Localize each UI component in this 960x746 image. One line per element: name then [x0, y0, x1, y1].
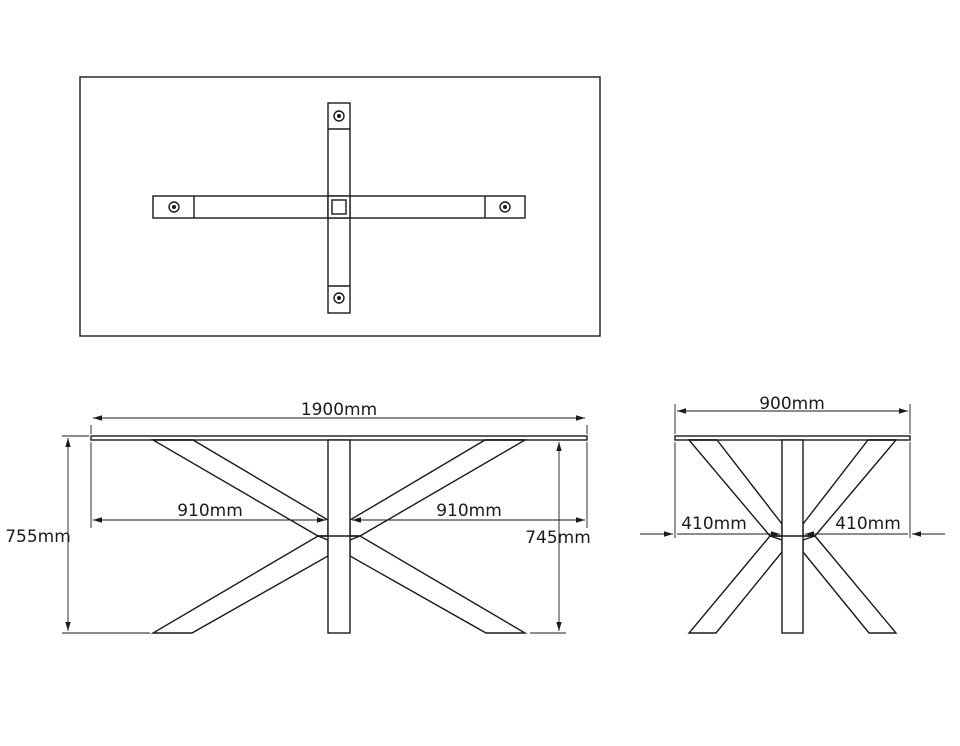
- front-leg-upper-left: [150, 439, 329, 537]
- front-leg-lower-left: [150, 535, 329, 634]
- front-leg-upper-right: [349, 439, 528, 537]
- dimension-side-right-span: 410mm: [835, 514, 901, 534]
- side-leg-lower-left: [687, 535, 783, 634]
- center-block-inner: [331, 199, 347, 215]
- dimension-table-height: 755mm: [5, 527, 71, 547]
- front-leg-lower-right: [349, 535, 528, 634]
- tabletop-outline: [79, 76, 601, 337]
- dimension-length-total: 1900mm: [301, 400, 377, 420]
- side-leg-lower-right: [802, 535, 898, 634]
- dimension-front-right-span: 910mm: [436, 501, 502, 521]
- mounting-hole-icon: [499, 201, 511, 213]
- dimension-side-left-span: 410mm: [681, 514, 747, 534]
- mounting-hole-icon: [333, 110, 345, 122]
- top-view: [79, 76, 601, 337]
- side-view: 900mm 410mm 410mm: [640, 394, 945, 634]
- mounting-hole-icon: [168, 201, 180, 213]
- dimension-front-left-span: 910mm: [177, 501, 243, 521]
- dimension-leg-height: 745mm: [525, 528, 591, 548]
- front-view: 1900mm 910mm 910mm 755mm 745mm: [5, 400, 591, 634]
- mounting-hole-icon: [333, 292, 345, 304]
- center-block: [327, 195, 351, 219]
- dimension-width-total: 900mm: [759, 394, 825, 414]
